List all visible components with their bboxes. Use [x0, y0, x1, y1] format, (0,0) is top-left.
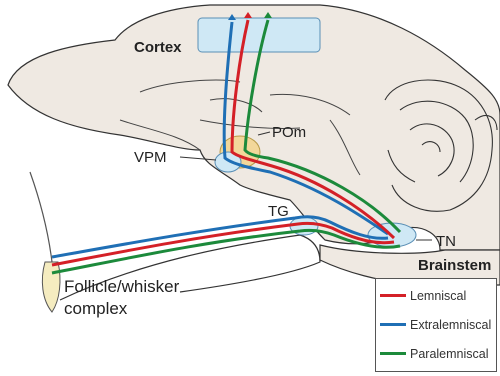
legend-swatch-extralemniscal — [380, 323, 406, 326]
whisker-shaft — [30, 172, 52, 262]
tg-label: TG — [268, 203, 289, 220]
follicle-label-line1: Follicle/whisker — [64, 277, 180, 296]
legend-label: Lemniscal — [410, 289, 466, 303]
legend-label: Paralemniscal — [410, 347, 489, 361]
legend-swatch-paralemniscal — [380, 352, 406, 355]
legend-swatch-lemniscal — [380, 294, 406, 297]
cortex-label: Cortex — [134, 39, 182, 56]
vpm-label: VPM — [134, 149, 167, 166]
legend-label: Extralemniscal — [410, 318, 491, 332]
whisker-follicle — [42, 262, 60, 312]
brainstem-label: Brainstem — [418, 257, 491, 274]
legend-item-paralemniscal: Paralemniscal — [380, 339, 492, 368]
cortex-region — [198, 18, 320, 52]
legend: Lemniscal Extralemniscal Paralemniscal — [375, 278, 497, 372]
pom-label: POm — [272, 124, 306, 141]
legend-item-extralemniscal: Extralemniscal — [380, 310, 492, 339]
legend-item-lemniscal: Lemniscal — [380, 281, 492, 310]
follicle-label-line2: complex — [64, 299, 128, 318]
tn-label: TN — [436, 233, 456, 250]
